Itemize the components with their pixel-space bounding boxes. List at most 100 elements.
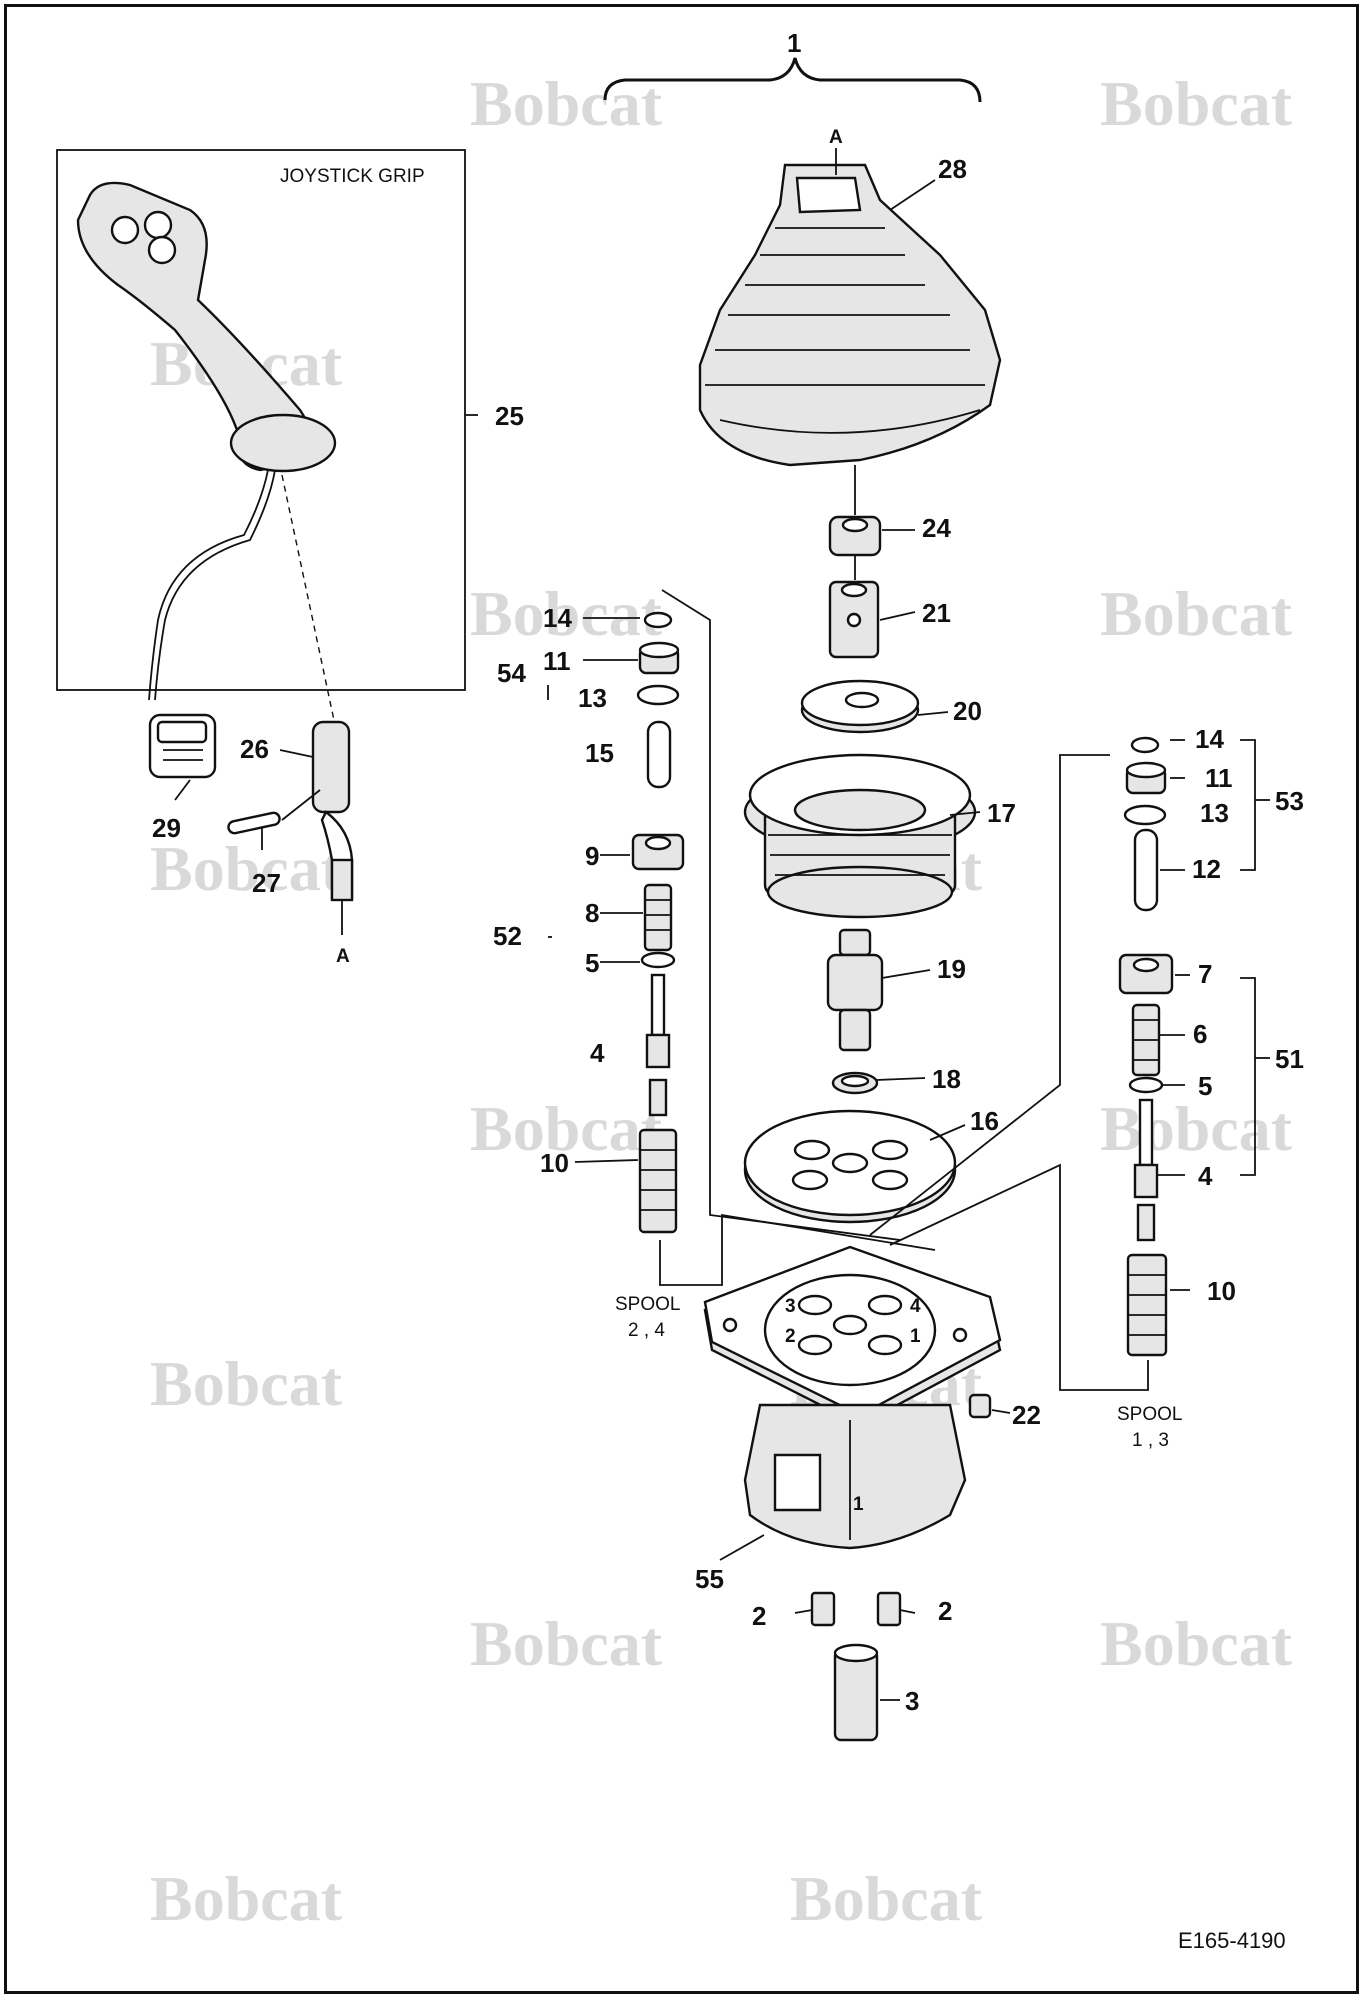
coupling-part (828, 580, 880, 659)
spool-right-title: SPOOL (1117, 1404, 1182, 1425)
set-screw-left (810, 1591, 836, 1627)
port-label-3: 3 (785, 1296, 796, 1317)
callout-16: 16 (970, 1106, 999, 1136)
pin-part (227, 811, 281, 835)
callout-10-right: 10 (1207, 1276, 1236, 1306)
callout-54: 54 (497, 658, 526, 688)
callout-13-left: 13 (578, 683, 607, 713)
joystick-grip-part (76, 181, 337, 701)
washer-part (831, 1071, 879, 1095)
callout-3: 3 (905, 1686, 919, 1716)
watermark-16: Bobcat (790, 1863, 983, 1934)
boot-part (698, 163, 1002, 515)
watermark-5: Bobcat (470, 578, 663, 649)
housing-body: 1 (743, 1403, 967, 1550)
watermark-7: Bobcat (150, 833, 343, 904)
sleeve-part (833, 1643, 879, 1742)
callout-26: 26 (240, 734, 269, 764)
callout-5-right: 5 (1198, 1071, 1212, 1101)
left-spool-guide (661, 589, 901, 1241)
callout-2-right: 2 (938, 1596, 952, 1626)
callout-51: 51 (1275, 1044, 1304, 1074)
callout-11-right: 11 (1205, 763, 1233, 793)
watermark-15: Bobcat (150, 1863, 343, 1934)
view-letter-bottom: A (336, 946, 350, 967)
callout-9: 9 (585, 841, 599, 871)
right-spool-guide (869, 754, 1110, 1236)
connector-part (148, 713, 217, 779)
callout-29: 29 (152, 813, 181, 843)
callouts: 1 28 25 24 21 20 17 19 18 16 22 55 2 2 3… (152, 28, 1304, 1716)
svg-text:Bobcat: Bobcat (1100, 68, 1293, 139)
port-label-2: 2 (785, 1326, 796, 1347)
callout-6: 6 (1193, 1019, 1207, 1049)
leader-lines (174, 179, 1270, 1701)
callout-7: 7 (1198, 959, 1212, 989)
spool-right-numbers: 1 , 3 (1132, 1430, 1169, 1451)
right-spool-guide-2 (889, 1163, 1149, 1391)
callout-8: 8 (585, 898, 599, 928)
callout-21: 21 (922, 598, 951, 628)
svg-text:Bobcat: Bobcat (150, 1348, 343, 1419)
drawing-code: E165-4190 (1178, 1928, 1286, 1953)
callout-14-right: 14 (1195, 724, 1224, 754)
callout-13-right: 13 (1200, 798, 1229, 828)
bellows-part (743, 753, 977, 919)
callout-5-left: 5 (585, 948, 599, 978)
callout-20: 20 (953, 696, 982, 726)
callout-15: 15 (585, 738, 614, 768)
plug-part (968, 1393, 992, 1419)
callout-18: 18 (932, 1064, 961, 1094)
port-labels: 3 4 2 1 (785, 1296, 921, 1347)
svg-text:Bobcat: Bobcat (470, 1608, 663, 1679)
callout-25: 25 (495, 401, 524, 431)
watermark-14: Bobcat (1100, 1608, 1293, 1679)
callout-28: 28 (938, 154, 967, 184)
svg-text:Bobcat: Bobcat (1100, 1608, 1293, 1679)
callout-10-left: 10 (540, 1148, 569, 1178)
spool-left-numbers: 2 , 4 (628, 1320, 665, 1341)
svg-text:Bobcat: Bobcat (790, 1863, 983, 1934)
watermark-6: Bobcat (1100, 578, 1293, 649)
port-label-4: 4 (910, 1296, 921, 1317)
callout-24: 24 (922, 513, 951, 543)
callout-1: 1 (787, 28, 801, 58)
view-letter-top: A (829, 127, 843, 148)
callout-53: 53 (1275, 786, 1304, 816)
right-spool-stack (1118, 736, 1174, 1357)
svg-text:Bobcat: Bobcat (150, 1863, 343, 1934)
drawing-border (4, 4, 1359, 1994)
left-spool-stack (631, 611, 685, 1234)
callout-52: 52 (493, 921, 522, 951)
callout-12: 12 (1192, 854, 1221, 884)
pivot-pin-part (826, 928, 884, 1052)
svg-text:Bobcat: Bobcat (470, 578, 663, 649)
disc-part (800, 679, 920, 734)
set-screw-right (876, 1591, 902, 1627)
spool-left-title: SPOOL (615, 1294, 680, 1315)
lever-part (311, 720, 354, 935)
callout-11-left: 11 (543, 646, 571, 676)
housing-flange (703, 1245, 1002, 1427)
svg-text:Bobcat: Bobcat (1100, 578, 1293, 649)
nut-part (828, 515, 882, 557)
left-spool-guide-2 (659, 1213, 936, 1286)
watermark-9: Bobcat (470, 1093, 663, 1164)
housing-mark: 1 (853, 1494, 864, 1515)
callout-2-left: 2 (752, 1601, 766, 1631)
svg-text:Bobcat: Bobcat (150, 833, 343, 904)
callout-14-left: 14 (543, 603, 572, 633)
watermark-2: Bobcat (1100, 68, 1293, 139)
callout-4-left: 4 (590, 1038, 605, 1068)
plate-part (743, 1109, 957, 1224)
callout-17: 17 (987, 798, 1016, 828)
grip-box-title: JOYSTICK GRIP (280, 166, 425, 187)
callout-55: 55 (695, 1564, 724, 1594)
svg-text:Bobcat: Bobcat (470, 1093, 663, 1164)
port-label-1: 1 (910, 1326, 921, 1347)
watermark-11: Bobcat (150, 1348, 343, 1419)
grip-axis-line (281, 474, 336, 726)
callout-19: 19 (937, 954, 966, 984)
watermark-10: Bobcat (1100, 1093, 1293, 1164)
